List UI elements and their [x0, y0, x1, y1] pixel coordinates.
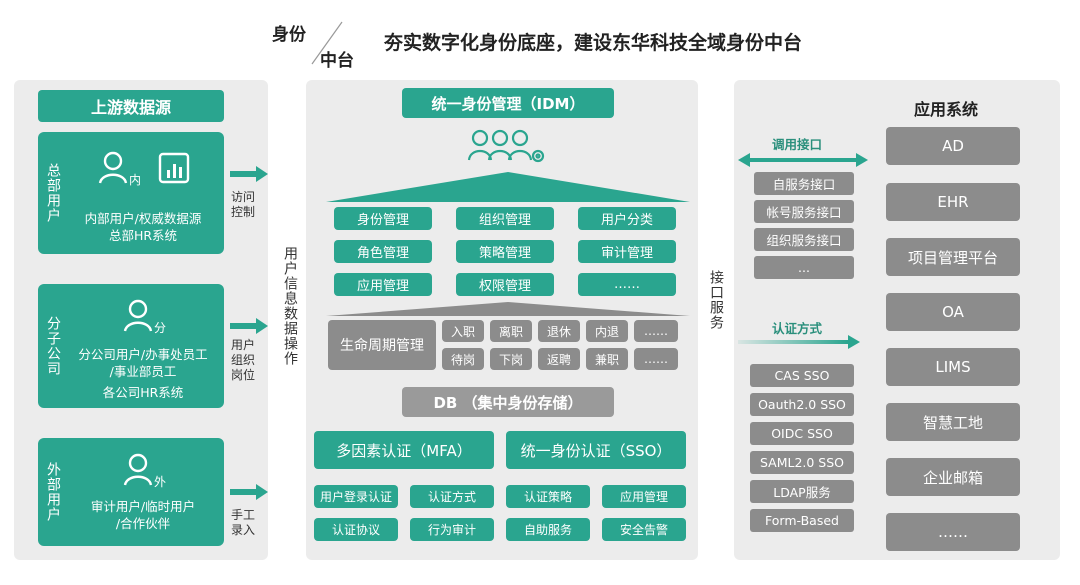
arrow-right-icon	[738, 335, 860, 349]
person-icon: 分	[123, 299, 166, 334]
external-user-card: 外部用户 外 审计用户/临时用户 /合作伙伴	[38, 438, 224, 546]
interface-more[interactable]: ...	[754, 256, 854, 279]
auth-oauth-sso[interactable]: Oauth2.0 SSO	[750, 393, 854, 416]
card-line: 内部用户/权威数据源	[84, 211, 202, 226]
card-line: 审计用户/临时用户	[90, 499, 196, 514]
double-arrow-icon	[738, 153, 868, 167]
header-tag-top: 身份	[272, 25, 306, 45]
auth-saml-sso[interactable]: SAML2.0 SSO	[750, 451, 854, 474]
manual-entry-label: 手工录入	[230, 508, 255, 537]
app-enterprise-mail[interactable]: 企业邮箱	[886, 458, 1020, 496]
users-settings-icon	[467, 129, 545, 163]
lifecycle-item[interactable]: 兼职	[586, 348, 628, 370]
lifecycle-item[interactable]: 离职	[490, 320, 532, 342]
apps-title: 应用系统	[914, 100, 979, 119]
card-badge: 内	[129, 173, 141, 186]
interface-account-service[interactable]: 帐号服务接口	[754, 200, 854, 223]
subsidiary-user-card: 分子公司 分 分公司用户/办事处员工 /事业部员工 各公司HR系统	[38, 284, 224, 408]
org-position-label: 用户组织岗位	[230, 338, 255, 382]
module-audit[interactable]: 审计管理	[578, 240, 676, 263]
lifecycle-item[interactable]: ……	[634, 348, 678, 370]
db-storage: DB （集中身份存储）	[402, 387, 614, 417]
chart-icon	[158, 152, 190, 184]
lifecycle-item[interactable]: 退休	[538, 320, 580, 342]
feature-login-auth[interactable]: 用户登录认证	[314, 485, 398, 508]
arrow-right-icon	[230, 484, 268, 500]
app-project-mgmt[interactable]: 项目管理平台	[886, 238, 1020, 276]
feature-security-alert[interactable]: 安全告警	[602, 518, 686, 541]
lifecycle-label: 生命周期管理	[328, 320, 436, 370]
card-line: 各公司HR系统	[102, 385, 184, 400]
auth-ldap[interactable]: LDAP服务	[750, 480, 854, 503]
arrow-right-icon	[230, 318, 268, 334]
feature-auth-policy[interactable]: 认证策略	[506, 485, 590, 508]
app-smart-site[interactable]: 智慧工地	[886, 403, 1020, 441]
pyramid-roof	[326, 172, 690, 202]
access-control-label: 访问控制	[230, 190, 255, 219]
auth-method-title: 认证方式	[772, 321, 823, 336]
card-side-label: 总部用户	[45, 163, 61, 223]
user-ops-label: 用户信息数据操作	[282, 246, 298, 366]
interface-self-service[interactable]: 自服务接口	[754, 172, 854, 195]
module-app[interactable]: 应用管理	[334, 273, 432, 296]
app-oa[interactable]: OA	[886, 293, 1020, 331]
person-icon: 内	[98, 151, 141, 186]
lifecycle-item[interactable]: 待岗	[442, 348, 484, 370]
feature-auth-protocol[interactable]: 认证协议	[314, 518, 398, 541]
lifecycle-item[interactable]: 入职	[442, 320, 484, 342]
card-line: /事业部员工	[109, 364, 177, 379]
feature-auth-method[interactable]: 认证方式	[410, 485, 494, 508]
call-interface-title: 调用接口	[772, 137, 823, 152]
feature-app-mgmt[interactable]: 应用管理	[602, 485, 686, 508]
lifecycle-item[interactable]: 返聘	[538, 348, 580, 370]
card-line: 分公司用户/办事处员工	[78, 347, 208, 362]
module-permission[interactable]: 权限管理	[456, 273, 554, 296]
auth-form-based[interactable]: Form-Based	[750, 509, 854, 532]
module-identity[interactable]: 身份管理	[334, 207, 432, 230]
lifecycle-roof	[326, 302, 690, 316]
auth-cas-sso[interactable]: CAS SSO	[750, 364, 854, 387]
app-ad[interactable]: AD	[886, 127, 1020, 165]
person-icon: 外	[123, 453, 166, 488]
arrow-right-icon	[230, 166, 268, 182]
card-side-label: 分子公司	[45, 316, 61, 376]
module-more[interactable]: ……	[578, 273, 676, 296]
card-line: 总部HR系统	[108, 228, 178, 243]
module-user-class[interactable]: 用户分类	[578, 207, 676, 230]
app-lims[interactable]: LIMS	[886, 348, 1020, 386]
interface-service-label: 接口服务	[708, 270, 724, 330]
mfa-block[interactable]: 多因素认证（MFA）	[314, 431, 494, 469]
hq-user-card: 总部用户 内 内部用户/权威数据源 总部HR系统	[38, 132, 224, 254]
module-org[interactable]: 组织管理	[456, 207, 554, 230]
upstream-title: 上游数据源	[38, 90, 224, 122]
idm-title: 统一身份管理（IDM）	[402, 88, 614, 118]
lifecycle-item[interactable]: 下岗	[490, 348, 532, 370]
module-role[interactable]: 角色管理	[334, 240, 432, 263]
app-more[interactable]: ……	[886, 513, 1020, 551]
page-title: 夯实数字化身份底座，建设东华科技全域身份中台	[384, 32, 803, 54]
header-tag-bottom: 中台	[320, 51, 354, 71]
interface-org-service[interactable]: 组织服务接口	[754, 228, 854, 251]
module-policy[interactable]: 策略管理	[456, 240, 554, 263]
app-ehr[interactable]: EHR	[886, 183, 1020, 221]
feature-behavior-audit[interactable]: 行为审计	[410, 518, 494, 541]
card-badge: 外	[154, 475, 166, 488]
feature-self-service[interactable]: 自助服务	[506, 518, 590, 541]
sso-block[interactable]: 统一身份认证（SSO）	[506, 431, 686, 469]
card-line: /合作伙伴	[115, 516, 171, 531]
lifecycle-item[interactable]: 内退	[586, 320, 628, 342]
card-side-label: 外部用户	[45, 462, 61, 522]
card-badge: 分	[154, 321, 166, 334]
auth-oidc-sso[interactable]: OIDC SSO	[750, 422, 854, 445]
lifecycle-item[interactable]: ……	[634, 320, 678, 342]
header-slash	[311, 21, 343, 65]
